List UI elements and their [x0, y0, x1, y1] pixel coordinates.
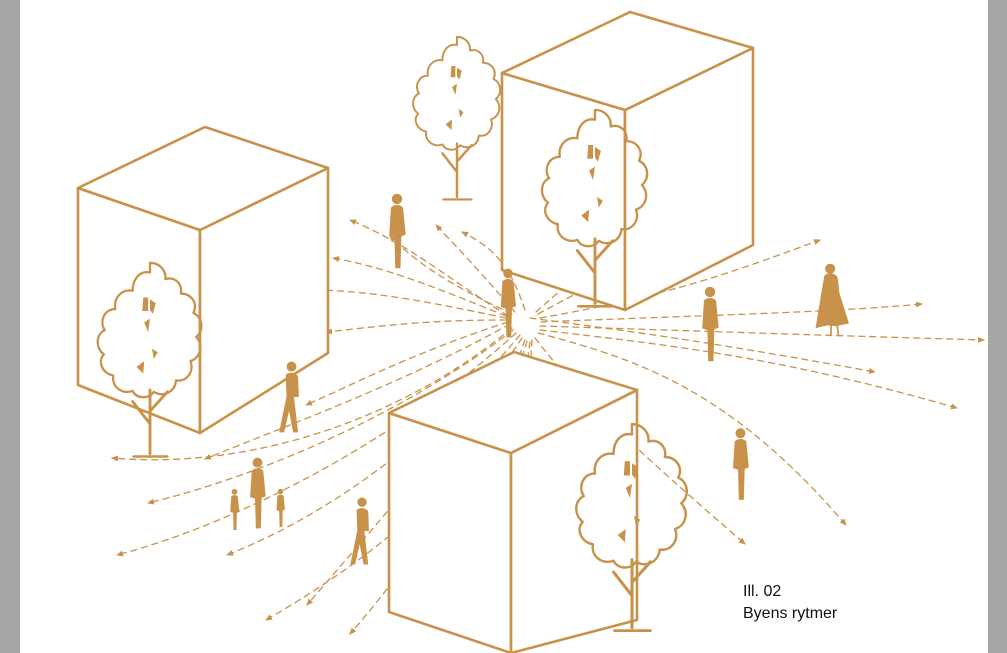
child-right [277, 489, 285, 527]
cube-bottom [389, 352, 637, 653]
caption-title: Byens rytmer [743, 603, 837, 625]
city-rhythms-illustration [20, 0, 988, 653]
tree-top [413, 37, 500, 200]
person-upper-left [389, 194, 405, 269]
person-lower-right [733, 428, 749, 500]
person-right [702, 287, 718, 362]
person-lower-middle [350, 498, 369, 565]
child-left [230, 489, 239, 530]
person-dress-right [817, 264, 848, 337]
cube-right [502, 12, 753, 310]
person-center [501, 269, 516, 338]
document-page: Ill. 02 Byens rytmer [20, 0, 988, 653]
illustration-caption: Ill. 02 Byens rytmer [743, 581, 837, 625]
caption-number: Ill. 02 [743, 581, 837, 603]
